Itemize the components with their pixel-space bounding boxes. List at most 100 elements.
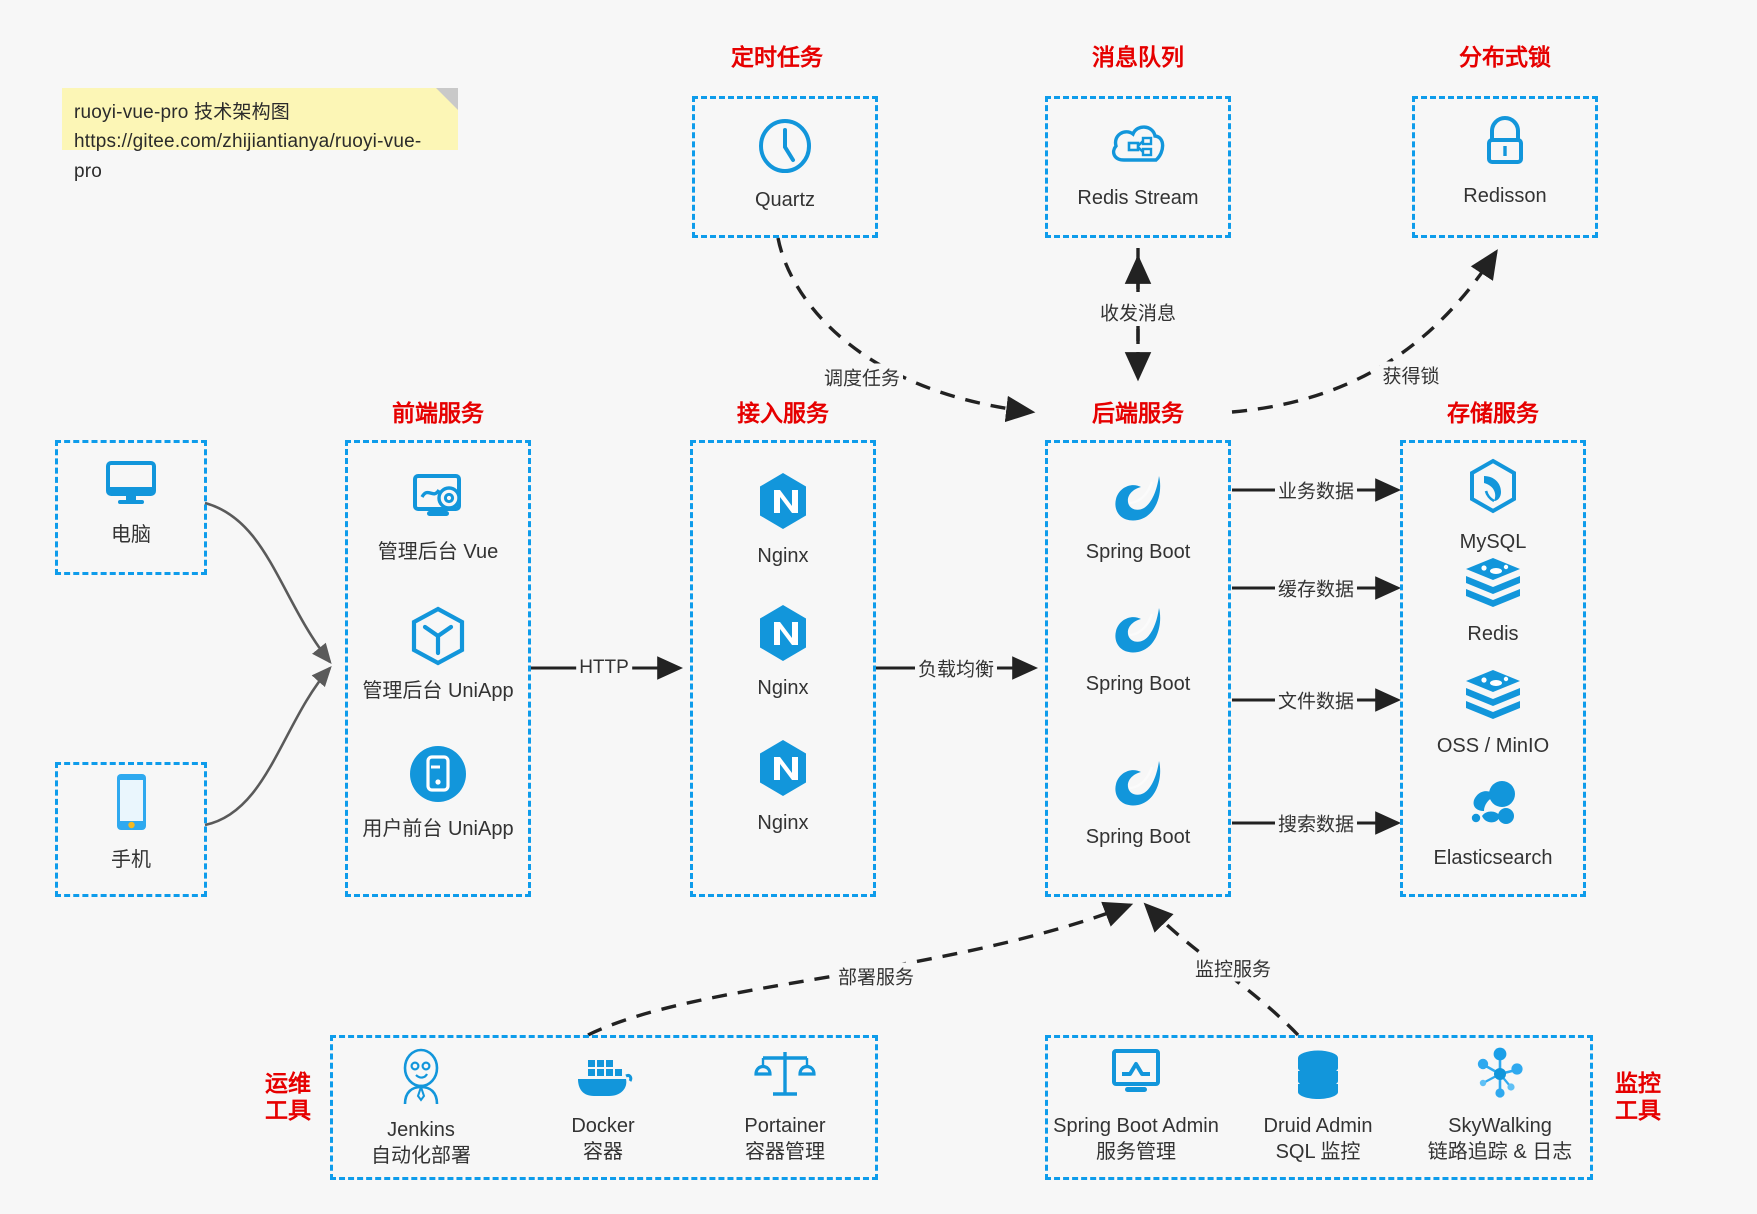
edge-mobile-to-frontend	[204, 666, 332, 827]
edge-label-deploy-service: 部署服务	[834, 962, 918, 990]
node-label: Jenkins	[387, 1119, 455, 1141]
node-label: Nginx	[757, 812, 809, 834]
group-box-ops	[330, 1035, 878, 1180]
node-label: 电脑	[111, 524, 151, 546]
edge-label-cache-data: 缓存数据	[1274, 574, 1358, 602]
node-sublabel: 容器管理	[745, 1141, 825, 1163]
node-sublabel: 链路追踪 & 日志	[1427, 1141, 1573, 1163]
edge-label-http: HTTP	[576, 657, 632, 679]
node-admin-uniapp[interactable]: 管理后台 UniApp	[345, 605, 531, 704]
cloud-stream-icon	[1107, 116, 1169, 179]
desktop-icon	[102, 455, 160, 516]
node-oss-minio[interactable]: OSS / MinIO	[1400, 668, 1586, 759]
note-line-1: ruoyi-vue-pro 技术架构图	[74, 102, 291, 123]
node-docker[interactable]: Docker 容器	[512, 1052, 694, 1165]
node-admin-vue[interactable]: 管理后台 Vue	[345, 470, 531, 565]
node-label: Portainer	[744, 1115, 826, 1137]
node-skywalking[interactable]: SkyWalking 链路追踪 & 日志	[1409, 1046, 1591, 1165]
group-box-storage	[1400, 440, 1586, 897]
node-redis-stream[interactable]: Redis Stream	[1045, 116, 1231, 211]
docker-whale-icon	[572, 1052, 634, 1107]
node-redisson[interactable]: Redisson	[1412, 112, 1598, 209]
group-box-mobile	[55, 762, 207, 897]
edge-label-search-data: 搜索数据	[1274, 809, 1358, 837]
redis-stack-icon	[1462, 668, 1524, 727]
node-label: Elasticsearch	[1433, 847, 1553, 869]
group-box-lock	[1412, 96, 1598, 238]
edge-label-message: 收发消息	[1096, 298, 1180, 326]
node-sublabel: 自动化部署	[371, 1145, 471, 1167]
note-fold-corner	[436, 88, 458, 110]
node-sublabel: SQL 监控	[1275, 1141, 1361, 1163]
node-nginx-1[interactable]: Nginx	[690, 470, 876, 569]
edge-label-load-balance: 负载均衡	[914, 654, 998, 682]
group-box-desktop	[55, 440, 207, 575]
database-icon	[1290, 1048, 1346, 1107]
group-box-monitor	[1045, 1035, 1593, 1180]
node-spring-boot-2[interactable]: Spring Boot	[1045, 602, 1231, 697]
nginx-icon	[753, 737, 813, 804]
group-title-scheduler: 定时任务	[731, 44, 823, 70]
node-label: Spring Boot	[1085, 541, 1191, 563]
node-sublabel: 服务管理	[1096, 1141, 1176, 1163]
edge-label-get-lock: 获得锁	[1379, 361, 1443, 389]
node-elasticsearch[interactable]: Elasticsearch	[1400, 778, 1586, 871]
node-sublabel: 容器	[583, 1141, 623, 1163]
mysql-dolphin-icon	[1464, 458, 1522, 523]
node-label: Redis Stream	[1077, 187, 1199, 209]
group-box-mq	[1045, 96, 1231, 238]
group-title-monitor-line1: 监控	[1615, 1070, 1661, 1096]
hexagon-cube-icon	[407, 605, 469, 672]
node-label: MySQL	[1459, 531, 1527, 553]
node-nginx-2[interactable]: Nginx	[690, 602, 876, 701]
group-title-ops-line1: 运维	[265, 1070, 311, 1096]
redis-stack-icon	[1462, 556, 1524, 615]
node-user-uniapp[interactable]: 用户前台 UniApp	[345, 743, 531, 842]
spring-leaf-icon	[1107, 470, 1169, 533]
clock-icon	[755, 116, 815, 181]
node-portainer[interactable]: Portainer 容器管理	[694, 1046, 876, 1165]
node-label: SkyWalking	[1448, 1115, 1552, 1137]
node-spring-boot-3[interactable]: Spring Boot	[1045, 755, 1231, 850]
node-label: 管理后台 UniApp	[362, 680, 514, 702]
monitor-chart-icon	[1106, 1046, 1166, 1107]
edge-label-file-data: 文件数据	[1274, 686, 1358, 714]
node-redis[interactable]: Redis	[1400, 556, 1586, 647]
node-jenkins[interactable]: Jenkins 自动化部署	[330, 1046, 512, 1169]
node-label: Nginx	[757, 545, 809, 567]
edge-label-monitor-service: 监控服务	[1191, 954, 1275, 982]
group-title-monitor-line2: 工具	[1615, 1097, 1661, 1124]
node-label: Quartz	[754, 189, 816, 211]
node-desktop[interactable]: 电脑	[55, 455, 207, 548]
group-title-lock: 分布式锁	[1459, 44, 1551, 70]
group-title-backend: 后端服务	[1092, 400, 1184, 426]
node-druid-admin[interactable]: Druid Admin SQL 监控	[1227, 1048, 1409, 1165]
group-box-frontend	[345, 440, 531, 897]
node-label: 管理后台 Vue	[377, 541, 499, 563]
node-label: Spring Boot	[1085, 826, 1191, 848]
node-spring-boot-1[interactable]: Spring Boot	[1045, 470, 1231, 565]
note-line-2: https://gitee.com/zhijiantianya/ruoyi-vu…	[74, 131, 422, 182]
note-card: ruoyi-vue-pro 技术架构图 https://gitee.com/zh…	[62, 88, 458, 182]
group-box-scheduler	[692, 96, 878, 238]
skywalking-node-icon	[1471, 1046, 1529, 1107]
edge-label-schedule-task: 调度任务	[820, 363, 904, 391]
node-nginx-3[interactable]: Nginx	[690, 737, 876, 836]
group-title-gateway: 接入服务	[737, 400, 829, 426]
edge-desktop-to-frontend	[204, 501, 332, 665]
node-label: Nginx	[757, 677, 809, 699]
node-label: Spring Boot	[1085, 673, 1191, 695]
node-label: Docker	[571, 1115, 635, 1137]
node-mysql[interactable]: MySQL	[1400, 458, 1586, 555]
node-label: Druid Admin	[1263, 1115, 1373, 1137]
elasticsearch-icon	[1464, 778, 1522, 839]
group-title-ops: 运维 工具	[255, 1070, 321, 1124]
spring-leaf-icon	[1107, 602, 1169, 665]
node-mobile[interactable]: 手机	[55, 770, 207, 873]
jenkins-butler-icon	[392, 1046, 450, 1111]
node-spring-boot-admin[interactable]: Spring Boot Admin 服务管理	[1045, 1046, 1227, 1165]
nginx-icon	[753, 470, 813, 537]
node-quartz[interactable]: Quartz	[692, 116, 878, 213]
group-title-mq: 消息队列	[1092, 44, 1184, 70]
